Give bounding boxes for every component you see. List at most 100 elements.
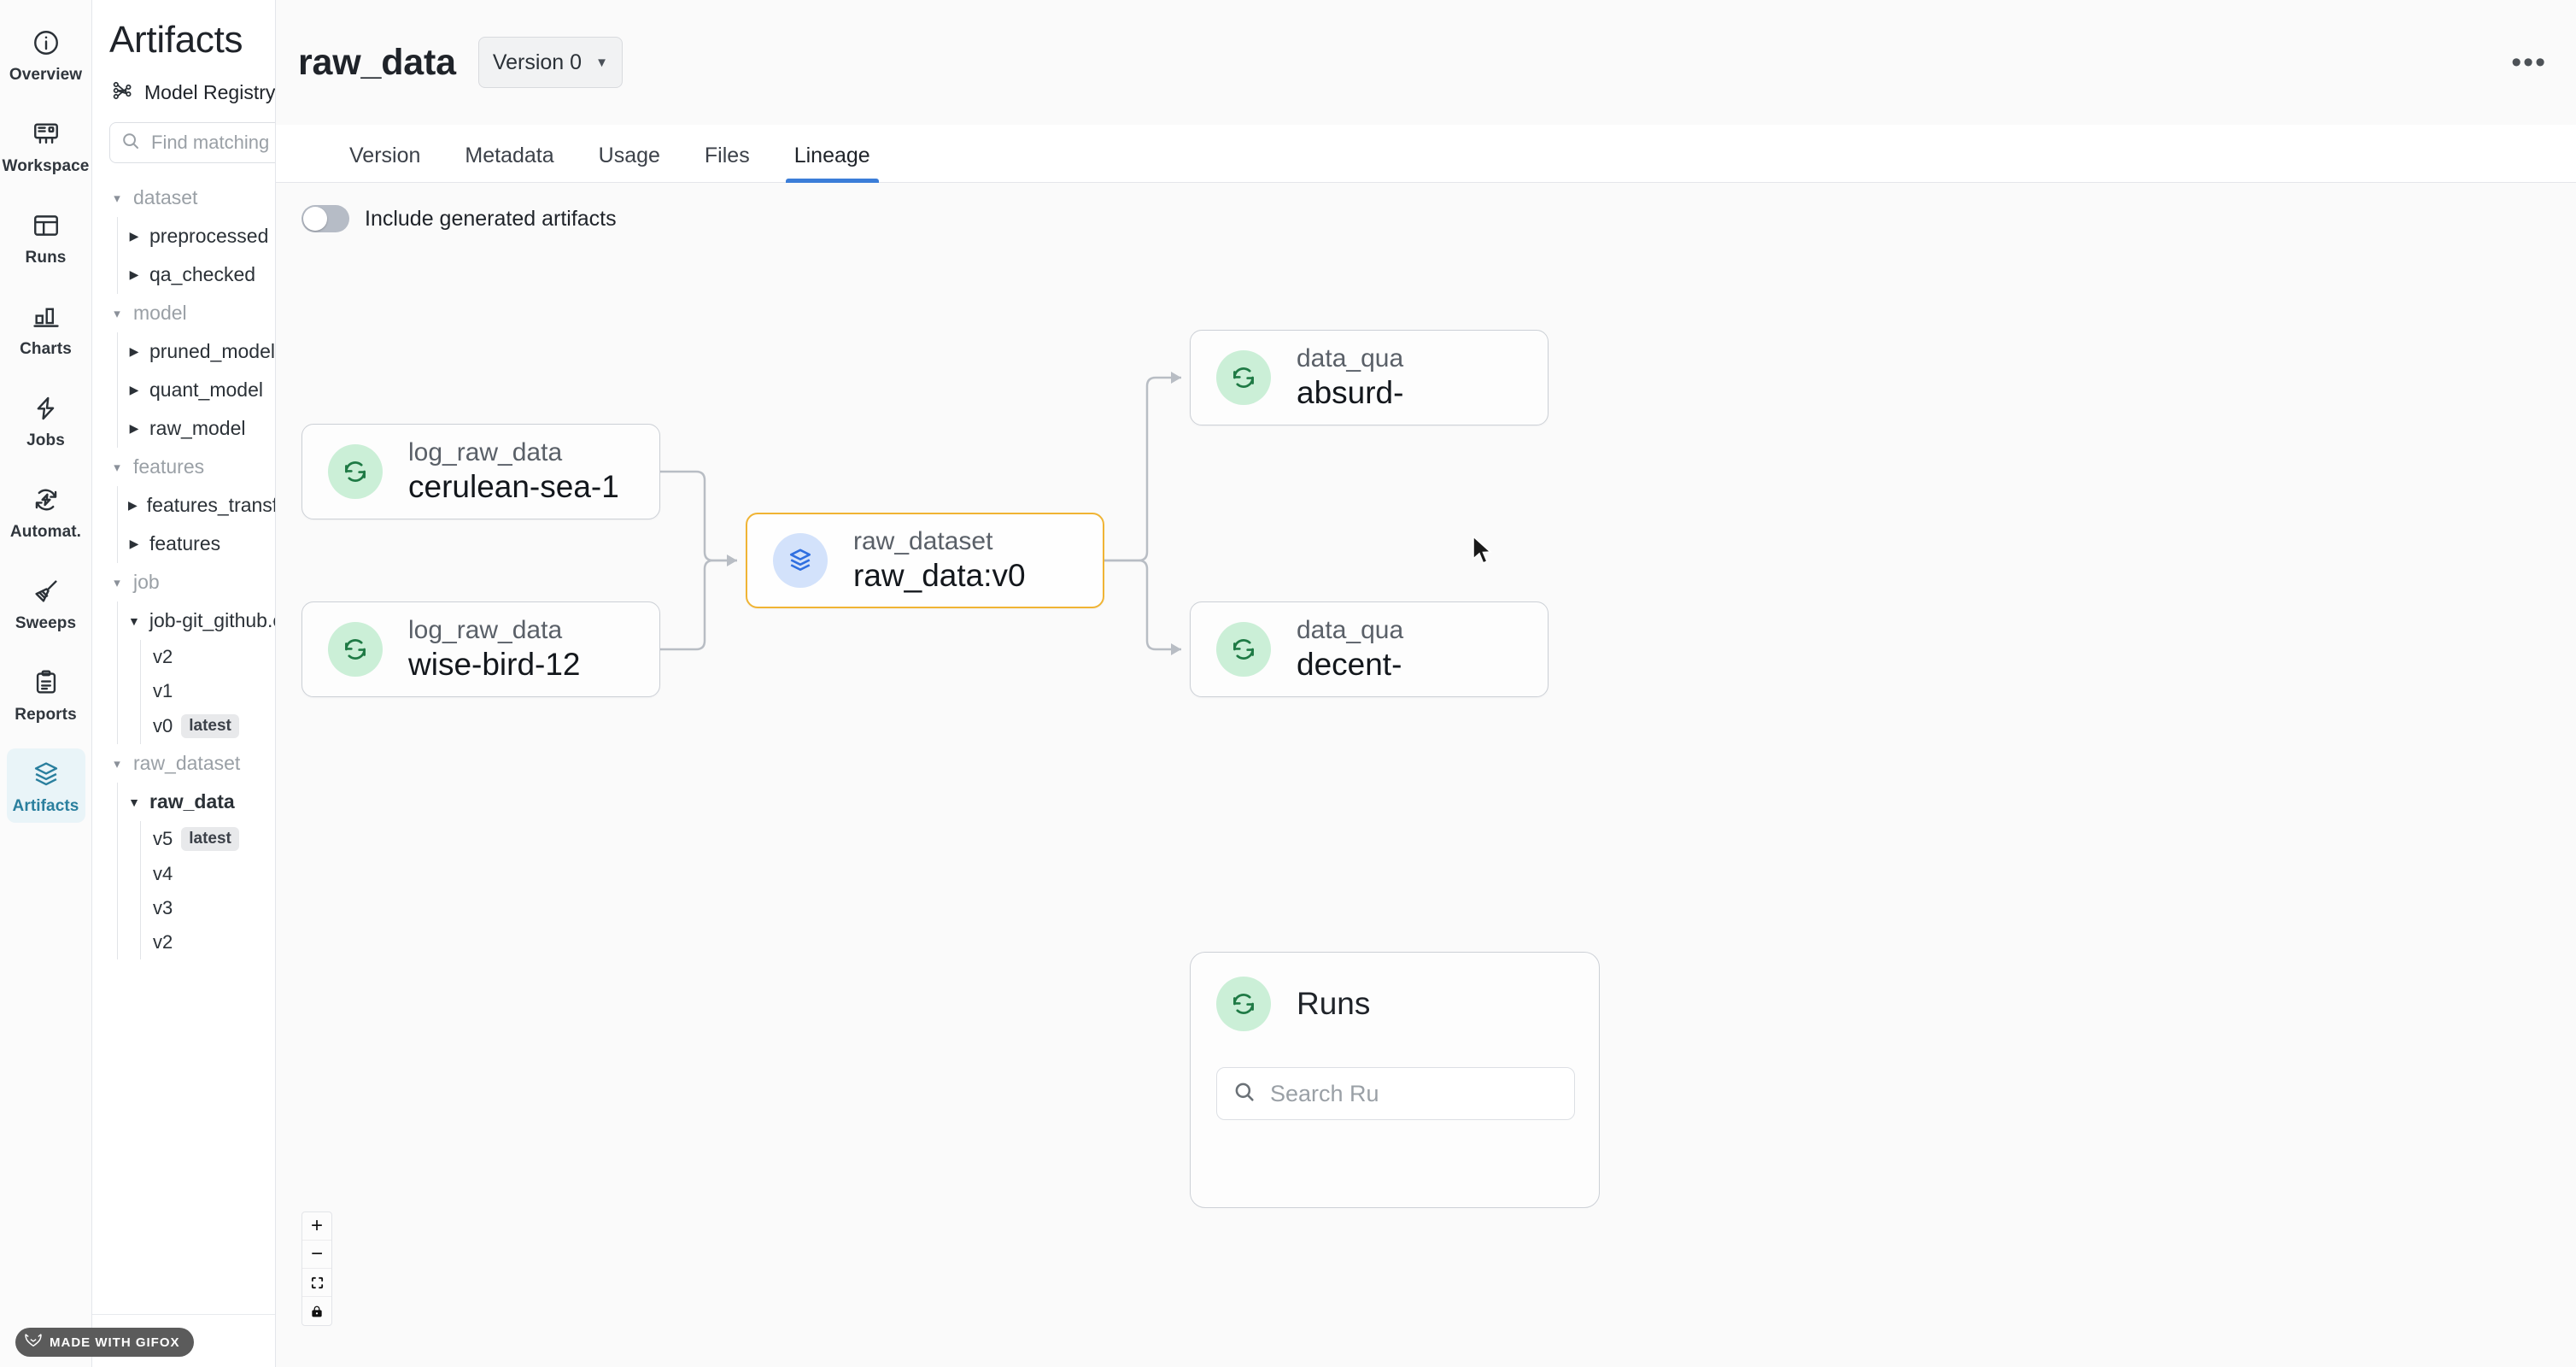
latest-badge: latest (181, 714, 239, 738)
lineage-node-title: absurd- (1297, 375, 1404, 410)
version-item[interactable]: v1 (141, 674, 275, 708)
tree-children: ▶ preprocessed ▶ qa_checked (117, 217, 275, 294)
tree-node-job-git[interactable]: ▼ job-git_github.com_wa… (118, 601, 275, 640)
run-refresh-icon (1216, 622, 1271, 677)
version-item[interactable]: v3 (141, 891, 275, 925)
lineage-node-texts: log_raw_data wise-bird-12 (408, 616, 581, 683)
sidebar-item-overview[interactable]: Overview (7, 17, 85, 91)
runs-search-input[interactable]: Search Ru (1216, 1067, 1575, 1120)
version-item[interactable]: v0 latest (141, 708, 275, 744)
sidebar-item-jobs[interactable]: Jobs (7, 383, 85, 457)
search-input[interactable] (151, 132, 275, 154)
lineage-node-title: decent- (1297, 647, 1402, 682)
sidebar-item-charts[interactable]: Charts (7, 291, 85, 366)
runs-panel-header: Runs (1216, 977, 1573, 1031)
tab-lineage[interactable]: Lineage (772, 144, 893, 183)
artifacts-search[interactable] (109, 122, 275, 163)
version-item[interactable]: v2 (141, 925, 275, 959)
tree-group-dataset[interactable]: ▾ dataset (92, 179, 275, 217)
lineage-node-texts: data_qua absurd- (1297, 344, 1403, 411)
tree-node-label: features_transformed (146, 494, 276, 516)
lineage-canvas: Include generated artifacts (276, 183, 2576, 1367)
run-refresh-icon (1216, 350, 1271, 405)
lineage-node-run-wise-bird-12[interactable]: log_raw_data wise-bird-12 (302, 601, 660, 697)
run-refresh-icon (328, 444, 383, 499)
tree-node-label: quant_model (149, 378, 263, 401)
zoom-in-button[interactable]: + (302, 1212, 331, 1241)
sidebar-item-label: Runs (25, 249, 67, 267)
gifox-watermark: MADE WITH GIFOX (15, 1328, 194, 1357)
version-item[interactable]: v4 (141, 857, 275, 891)
chevron-right-icon: ▶ (129, 267, 139, 281)
sidebar-item-reports[interactable]: Reports (7, 657, 85, 731)
tab-usage[interactable]: Usage (598, 144, 660, 167)
include-generated-artifacts-toggle[interactable] (302, 205, 349, 232)
zoom-out-button[interactable]: − (302, 1241, 331, 1269)
graph-zoom-controls: + − (302, 1212, 332, 1326)
tree-node-features[interactable]: ▶ features (118, 525, 275, 563)
layers-icon (29, 757, 63, 791)
tab-files[interactable]: Files (704, 144, 750, 167)
fit-view-button[interactable] (302, 1269, 331, 1297)
runs-panel-card[interactable]: Runs Search Ru (1190, 952, 1600, 1208)
chevron-right-icon: ▶ (129, 421, 139, 435)
sidebar-item-runs[interactable]: Runs (7, 200, 85, 274)
chevron-down-icon: ▼ (128, 795, 140, 809)
broom-icon (29, 574, 63, 608)
tree-node-raw-data[interactable]: ▼ raw_data (118, 783, 275, 821)
tree-group-raw-dataset[interactable]: ▾ raw_dataset (92, 744, 275, 783)
tree-group-features[interactable]: ▾ features (92, 448, 275, 486)
lineage-node-run-absurd[interactable]: data_qua absurd- (1190, 330, 1549, 425)
version-select[interactable]: Version 0 ▼ (477, 37, 623, 88)
version-label: v1 (153, 680, 173, 701)
sidebar-item-label: Sweeps (15, 614, 77, 632)
include-generated-artifacts-row: Include generated artifacts (276, 183, 2576, 232)
tree-node-pruned-model[interactable]: ▶ pruned_model (118, 332, 275, 371)
tab-metadata[interactable]: Metadata (465, 144, 554, 167)
tree-node-qa-checked[interactable]: ▶ qa_checked (118, 255, 275, 294)
run-refresh-icon (1216, 977, 1271, 1031)
tree-node-label: job-git_github.com_wa… (149, 609, 275, 631)
tab-version[interactable]: Version (349, 144, 421, 167)
lock-button[interactable] (302, 1297, 331, 1325)
tree-children: ▶ features_transformed ▶ features (117, 486, 275, 563)
lineage-node-texts: data_qua decent- (1297, 616, 1403, 683)
lineage-node-run-decent[interactable]: data_qua decent- (1190, 601, 1549, 697)
chevron-down-icon: ▾ (114, 575, 120, 590)
sidebar-item-sweeps[interactable]: Sweeps (7, 566, 85, 640)
tree-node-preprocessed[interactable]: ▶ preprocessed (118, 217, 275, 255)
version-item[interactable]: v2 (141, 640, 275, 674)
version-label: v4 (153, 863, 173, 884)
latest-badge: latest (181, 827, 239, 851)
sidebar-item-automations[interactable]: Automat. (7, 474, 85, 549)
info-circle-icon (29, 26, 63, 60)
search-icon (120, 131, 141, 155)
overflow-menu-button[interactable]: ••• (2511, 46, 2547, 79)
tree-node-raw-model[interactable]: ▶ raw_model (118, 409, 275, 448)
page-title: Artifacts (109, 19, 243, 61)
chevron-down-icon: ▾ (114, 191, 120, 206)
tree-group-model[interactable]: ▾ model (92, 294, 275, 332)
sidebar-item-workspace[interactable]: Workspace (3, 109, 89, 183)
chevron-down-icon: ▾ (114, 460, 120, 475)
toggle-knob (303, 207, 327, 231)
chevron-right-icon: ▶ (129, 383, 139, 396)
tree-node-quant-model[interactable]: ▶ quant_model (118, 371, 275, 409)
lineage-node-title: raw_data:v0 (853, 558, 1026, 593)
version-select-value: Version 0 (492, 50, 583, 74)
sidebar-item-artifacts[interactable]: Artifacts (6, 748, 85, 823)
lineage-node-run-cerulean-sea-1[interactable]: log_raw_data cerulean-sea-1 (302, 424, 660, 519)
tree-node-label: pruned_model (149, 340, 275, 362)
tree-group-job[interactable]: ▾ job (92, 563, 275, 601)
bar-chart-icon (29, 300, 63, 334)
chevron-right-icon: ▶ (129, 229, 139, 243)
version-item[interactable]: v5 latest (141, 821, 275, 857)
chevron-down-icon: ▾ (114, 306, 120, 321)
tree-node-label: features (149, 532, 221, 554)
lineage-node-dataset-raw-data-v0[interactable]: raw_dataset raw_data:v0 (746, 513, 1104, 608)
model-registry-link[interactable]: Model Registry → (92, 67, 275, 117)
workspace-icon (29, 117, 63, 151)
tree-node-features-transformed[interactable]: ▶ features_transformed (118, 486, 275, 525)
table-icon (29, 208, 63, 243)
tree-children: ▶ pruned_model ▶ quant_model ▶ raw_model (117, 332, 275, 448)
